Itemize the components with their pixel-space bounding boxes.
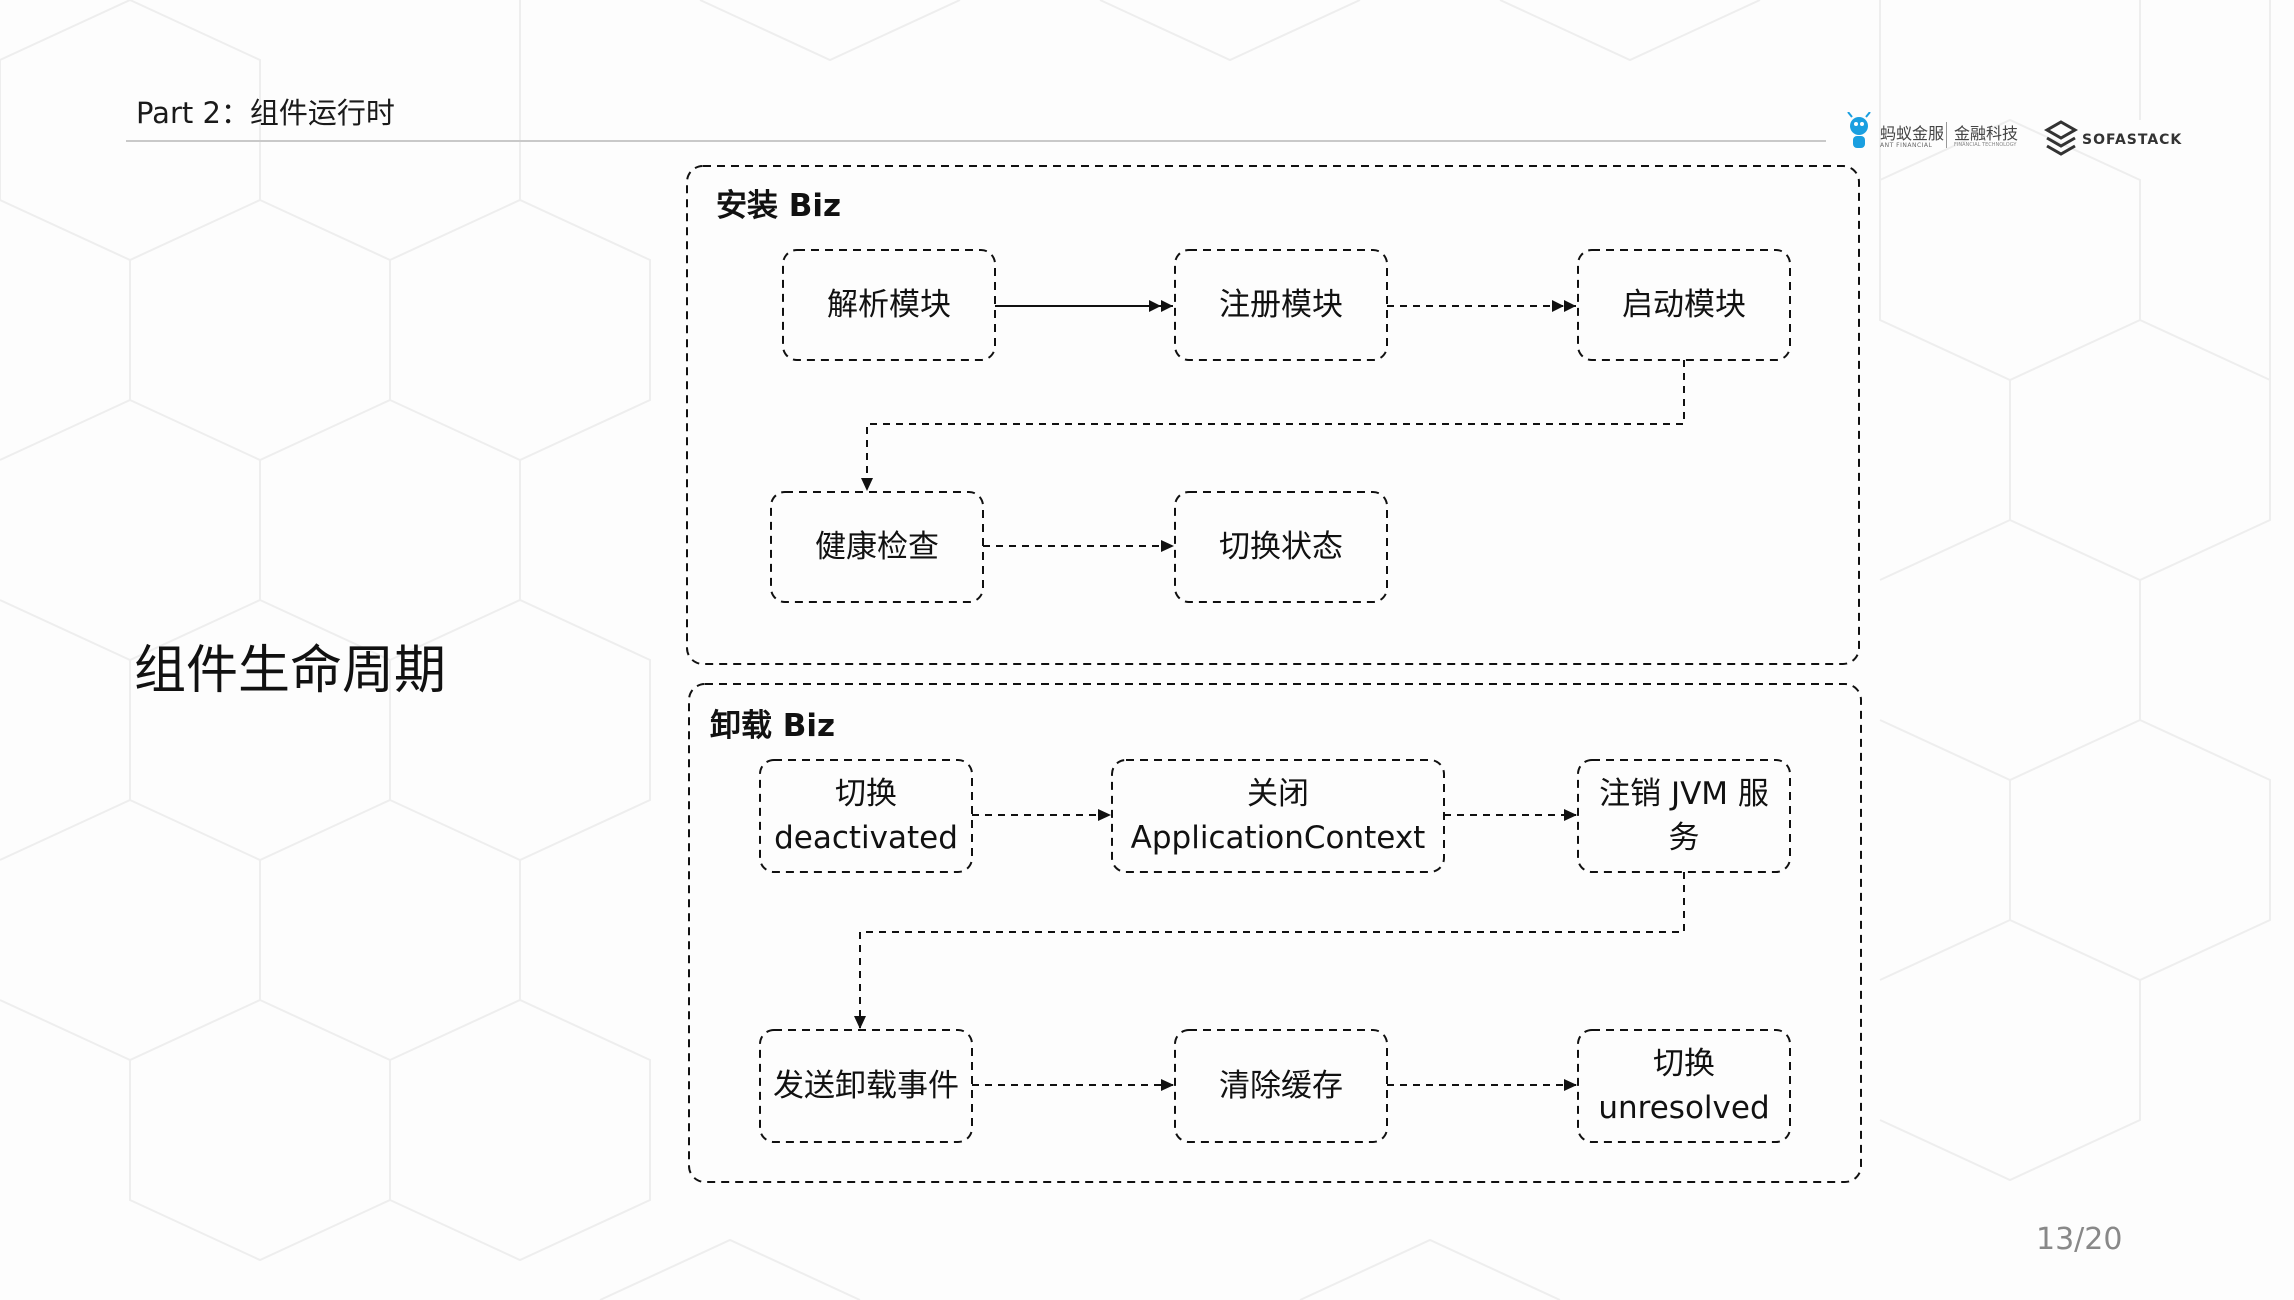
node-deactivate-line2: deactivated	[774, 820, 958, 856]
ant-logo-subtitle: ANT FINANCIAL	[1880, 142, 1933, 149]
edge-unregister-event	[854, 872, 1685, 1029]
ant-logo-name: 蚂蚁金服	[1880, 124, 1945, 143]
node-start-label: 启动模块	[1622, 287, 1746, 323]
node-close-context: 关闭 ApplicationContext	[1112, 760, 1444, 872]
install-group-frame	[686, 165, 1860, 665]
node-unregister-frame	[1577, 759, 1791, 873]
header-divider	[126, 140, 1826, 142]
node-register-module: 注册模块	[1175, 250, 1387, 360]
node-close-line2: ApplicationContext	[1130, 820, 1426, 856]
edge-start-health	[861, 360, 1685, 491]
sofastack-logo-icon	[2044, 120, 2078, 156]
node-deactivate-frame	[759, 759, 973, 873]
node-close-line1: 关闭	[1247, 776, 1309, 812]
uninstall-group-frame	[688, 683, 1862, 1183]
node-register-label: 注册模块	[1219, 287, 1343, 323]
node-unregister-line1: 注销 JVM 服	[1599, 776, 1769, 812]
node-switch-unresolved: 切换 unresolved	[1578, 1030, 1790, 1142]
node-unregister-jvm: 注销 JVM 服 务	[1578, 760, 1790, 872]
node-event-frame	[759, 1029, 973, 1143]
uninstall-group-label: 卸载 Biz	[710, 708, 836, 744]
node-send-uninstall-event: 发送卸载事件	[760, 1030, 972, 1142]
node-register-frame	[1174, 249, 1388, 361]
node-health-label: 健康检查	[815, 529, 939, 565]
install-group-label: 安装 Biz	[716, 188, 842, 224]
node-start-frame	[1577, 249, 1791, 361]
node-health-check: 健康检查	[771, 492, 983, 602]
fintech-logo-name: 金融科技	[1954, 124, 2019, 143]
page-number: 13/20	[2036, 1222, 2123, 1257]
node-unregister-line2: 务	[1668, 820, 1700, 856]
node-unresolved-line1: 切换	[1653, 1046, 1715, 1082]
fintech-logo-subtitle: FINANCIAL TECHNOLOGY	[1954, 142, 2017, 148]
node-switch-label: 切换状态	[1219, 529, 1343, 565]
header-title: Part 2：组件运行时	[136, 96, 395, 130]
node-parse-frame	[782, 249, 996, 361]
ant-logo-icon	[1847, 112, 1871, 148]
logo-group: 蚂蚁金服 ANT FINANCIAL 金融科技 FINANCIAL TECHNO…	[1844, 112, 2181, 164]
node-switch-state: 切换状态	[1175, 492, 1387, 602]
node-switch-deactivated: 切换 deactivated	[760, 760, 972, 872]
node-clear-frame	[1174, 1029, 1388, 1143]
node-health-frame	[770, 491, 984, 603]
node-deactivate-line1: 切换	[835, 776, 897, 812]
node-parse-label: 解析模块	[827, 287, 951, 323]
node-clear-label: 清除缓存	[1219, 1068, 1343, 1104]
node-switch-frame	[1174, 491, 1388, 603]
node-clear-cache: 清除缓存	[1175, 1030, 1387, 1142]
node-unresolved-line2: unresolved	[1598, 1090, 1770, 1126]
node-parse-module: 解析模块	[783, 250, 995, 360]
sofastack-logo-name: SOFASTACK	[2082, 132, 2183, 148]
node-event-label: 发送卸载事件	[773, 1068, 959, 1104]
side-title: 组件生命周期	[134, 641, 447, 701]
node-unresolved-frame	[1577, 1029, 1791, 1143]
node-start-module: 启动模块	[1578, 250, 1790, 360]
logo-separator	[1946, 122, 1947, 148]
